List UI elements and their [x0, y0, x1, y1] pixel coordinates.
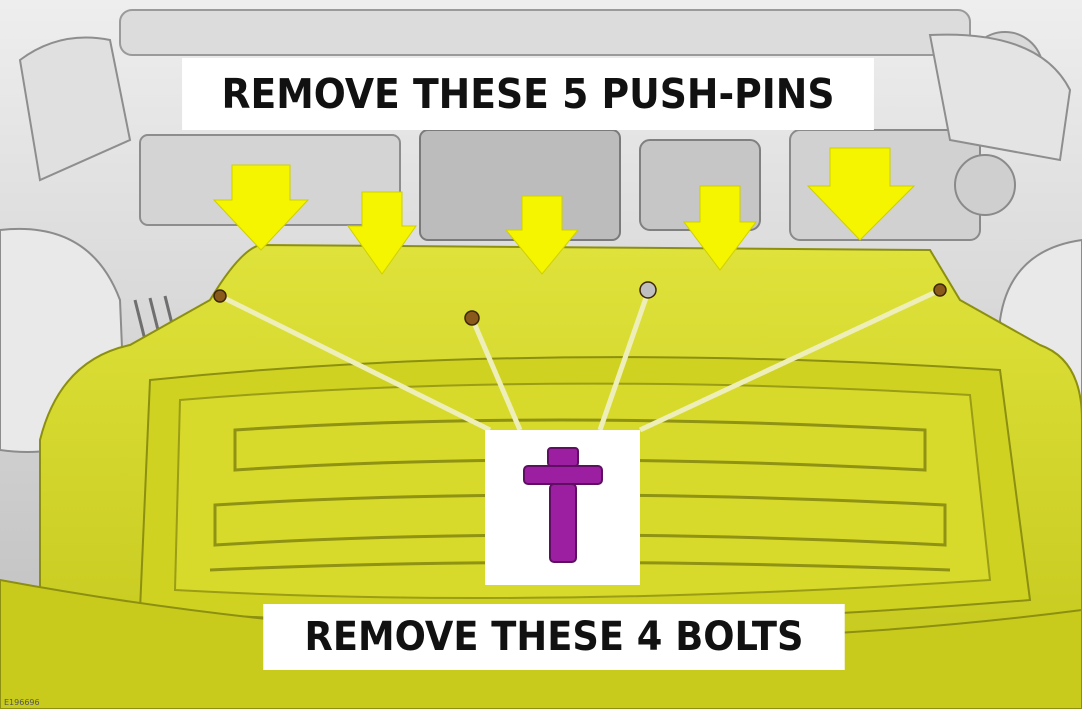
push-pins-label: REMOVE THESE 5 PUSH-PINS: [182, 58, 874, 130]
bolts-label: REMOVE THESE 4 BOLTS: [263, 604, 844, 670]
bolts-label-text: REMOVE THESE 4 BOLTS: [304, 614, 803, 660]
push-pins-label-text: REMOVE THESE 5 PUSH-PINS: [221, 70, 834, 118]
figure-id: E196696: [4, 698, 40, 707]
